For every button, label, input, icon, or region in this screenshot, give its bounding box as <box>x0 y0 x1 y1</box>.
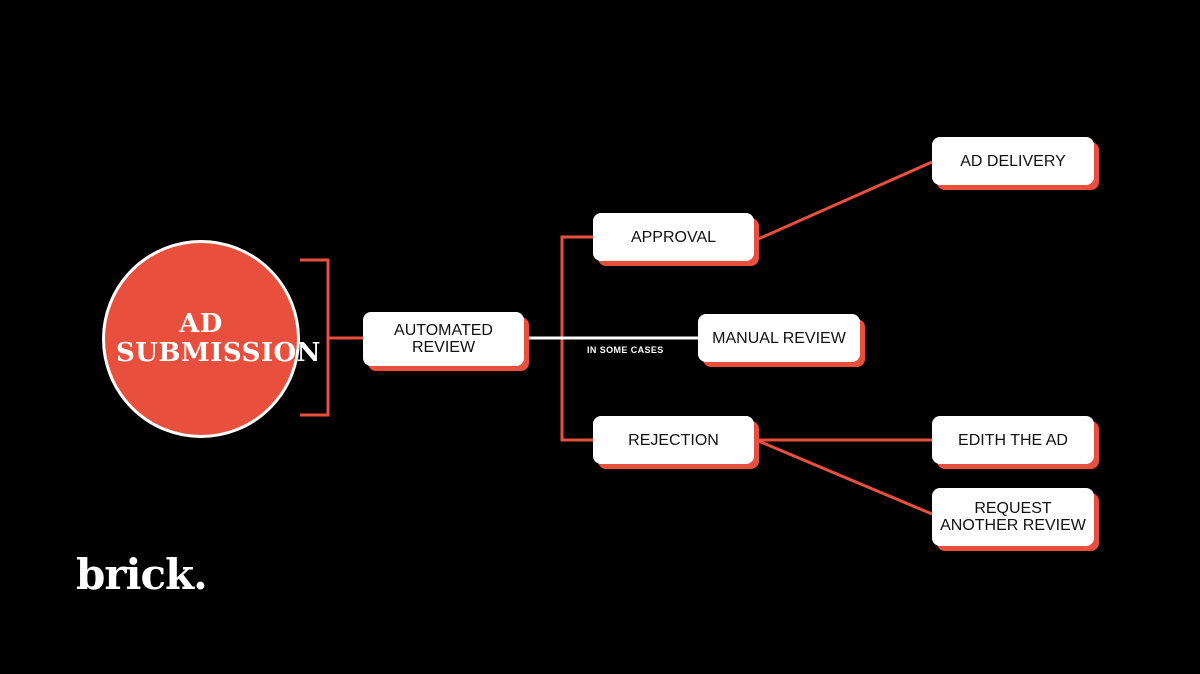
automated-review-label: AUTOMATED REVIEW <box>394 322 493 356</box>
ad-delivery-node: AD DELIVERY <box>932 137 1094 185</box>
request-review-node: REQUEST ANOTHER REVIEW <box>932 488 1094 546</box>
ad-delivery-label: AD DELIVERY <box>960 152 1066 170</box>
in-some-cases-label: IN SOME CASES <box>587 345 664 355</box>
rejection-to-request-connector <box>755 438 933 516</box>
rejection-node: REJECTION <box>593 416 754 464</box>
approval-label: APPROVAL <box>630 228 717 246</box>
manual-review-label: MANUAL REVIEW <box>712 329 846 347</box>
rejection-label: REJECTION <box>628 431 719 449</box>
request-review-label: REQUEST ANOTHER REVIEW <box>940 500 1086 534</box>
manual-review-node: MANUAL REVIEW <box>698 314 860 362</box>
ad-submission-node: AD SUBMISSION <box>102 240 321 438</box>
automated-review-node: AUTOMATED REVIEW <box>363 312 524 366</box>
approval-to-delivery-connector <box>755 160 933 242</box>
edit-ad-node: EDITH THE AD <box>932 416 1094 464</box>
ad-submission-label: AD SUBMISSION <box>116 309 321 368</box>
edit-ad-label: EDITH THE AD <box>958 431 1068 449</box>
approval-node: APPROVAL <box>593 213 754 261</box>
brick-logo: brick. <box>76 550 208 599</box>
